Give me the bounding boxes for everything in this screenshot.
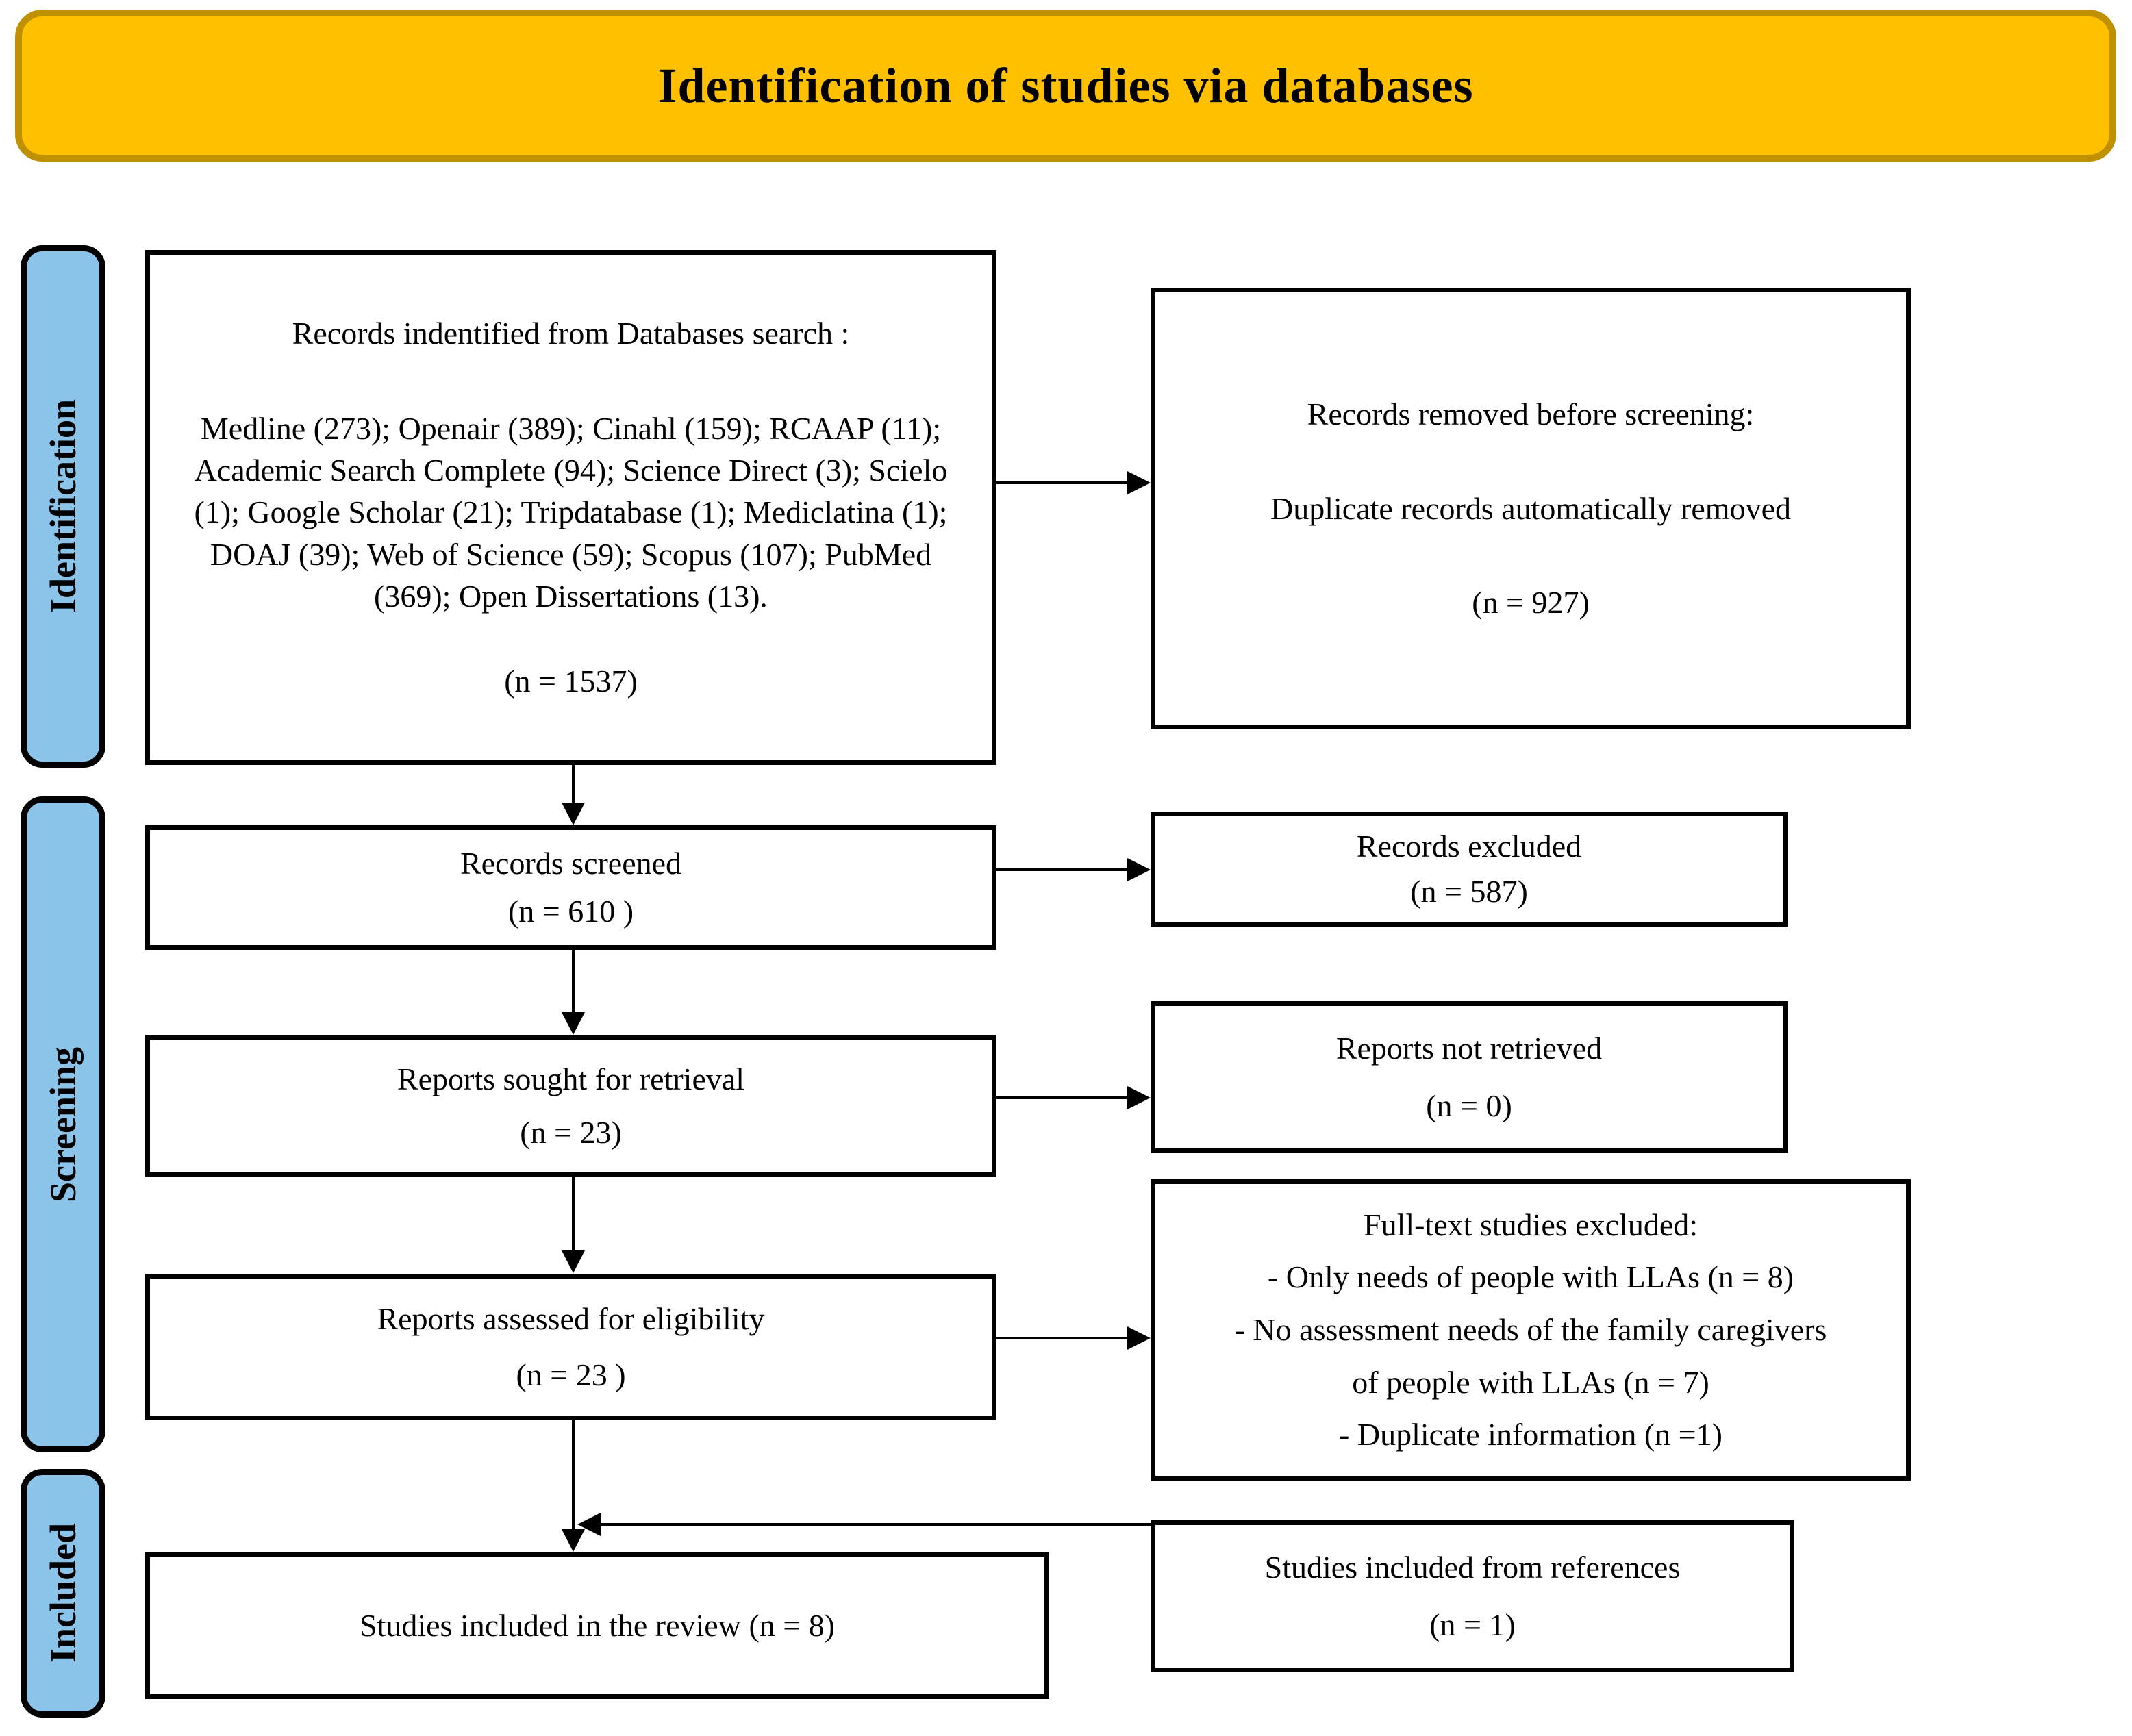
arrow-references-to-included-line xyxy=(601,1523,1151,1526)
arrow-sought-to-notretrieved-head-icon xyxy=(1127,1086,1151,1109)
arrow-identified-to-screened-head-icon xyxy=(562,803,585,825)
arrow-sought-to-notretrieved-line xyxy=(996,1096,1128,1099)
stage-included-label: Included xyxy=(42,1523,84,1663)
arrow-identified-to-removed-line xyxy=(996,481,1128,484)
arrow-identified-to-screened-line xyxy=(572,765,575,803)
records-removed-count: (n = 927) xyxy=(1472,585,1590,620)
arrow-identified-to-removed-head-icon xyxy=(1127,471,1151,494)
diagram-title: Identification of studies via databases xyxy=(657,58,1474,113)
arrow-references-to-included-head-icon xyxy=(577,1513,601,1536)
arrow-screened-to-sought-head-icon xyxy=(562,1012,585,1035)
reports-assessed-label: Reports assessed for eligibility xyxy=(377,1301,765,1337)
studies-included-references-count: (n = 1) xyxy=(1429,1607,1516,1643)
arrow-sought-to-assessed-line xyxy=(572,1177,575,1251)
fulltext-excluded-item1: - Only needs of people with LLAs (n = 8) xyxy=(1267,1259,1794,1295)
stage-identification-label: Identification xyxy=(42,399,84,614)
fulltext-excluded-heading: Full-text studies excluded: xyxy=(1363,1207,1698,1242)
box-fulltext-excluded: Full-text studies excluded: - Only needs… xyxy=(1151,1179,1911,1481)
box-reports-not-retrieved: Reports not retrieved (n = 0) xyxy=(1151,1001,1788,1153)
arrow-screened-to-excluded-head-icon xyxy=(1127,858,1151,881)
records-identified-count: (n = 1537) xyxy=(504,663,638,699)
arrow-assessed-to-included-line xyxy=(572,1420,575,1530)
title-banner: Identification of studies via databases xyxy=(15,10,2116,162)
records-removed-line2: Duplicate records automatically removed xyxy=(1270,490,1791,526)
fulltext-excluded-item2-cont: of people with LLAs (n = 7) xyxy=(1352,1364,1709,1400)
box-reports-sought: Reports sought for retrieval (n = 23) xyxy=(145,1035,996,1177)
fulltext-excluded-item2: - No assessment needs of the family care… xyxy=(1234,1311,1827,1347)
reports-assessed-count: (n = 23 ) xyxy=(516,1357,626,1392)
records-excluded-label: Records excluded xyxy=(1356,829,1582,864)
box-records-removed: Records removed before screening: Duplic… xyxy=(1151,288,1911,729)
fulltext-excluded-item3: - Duplicate information (n =1) xyxy=(1339,1417,1722,1452)
stage-screening: Screening xyxy=(21,796,105,1452)
box-studies-included-review: Studies included in the review (n = 8) xyxy=(145,1552,1049,1699)
records-removed-line1: Records removed before screening: xyxy=(1307,396,1755,431)
box-records-excluded: Records excluded (n = 587) xyxy=(1151,812,1788,927)
arrow-assessed-to-fulltext-line xyxy=(996,1337,1128,1339)
studies-included-references-label: Studies included from references xyxy=(1264,1550,1681,1585)
reports-sought-count: (n = 23) xyxy=(520,1115,622,1150)
reports-not-retrieved-label: Reports not retrieved xyxy=(1335,1031,1603,1066)
records-excluded-count: (n = 587) xyxy=(1410,874,1528,909)
arrow-assessed-to-fulltext-head-icon xyxy=(1127,1326,1151,1350)
stage-included: Included xyxy=(21,1469,105,1718)
reports-sought-label: Reports sought for retrieval xyxy=(397,1061,745,1096)
records-identified-databases: Medline (273); Openair (389); Cinahl (15… xyxy=(194,411,948,614)
box-reports-assessed: Reports assessed for eligibility (n = 23… xyxy=(145,1274,996,1420)
arrow-screened-to-excluded-line xyxy=(996,868,1128,871)
box-studies-included-references: Studies included from references (n = 1) xyxy=(1151,1520,1794,1672)
box-records-screened: Records screened (n = 610 ) xyxy=(145,825,996,950)
stage-screening-label: Screening xyxy=(42,1046,84,1203)
arrow-screened-to-sought-line xyxy=(572,950,575,1013)
records-screened-count: (n = 610 ) xyxy=(507,894,634,929)
reports-not-retrieved-count: (n = 0) xyxy=(1426,1088,1512,1124)
arrow-sought-to-assessed-head-icon xyxy=(562,1250,585,1273)
records-identified-heading: Records indentified from Databases searc… xyxy=(292,316,850,351)
box-records-identified: Records indentified from Databases searc… xyxy=(145,250,996,765)
records-screened-label: Records screened xyxy=(460,845,682,881)
studies-included-review-label: Studies included in the review (n = 8) xyxy=(359,1608,836,1644)
stage-identification: Identification xyxy=(21,245,105,768)
